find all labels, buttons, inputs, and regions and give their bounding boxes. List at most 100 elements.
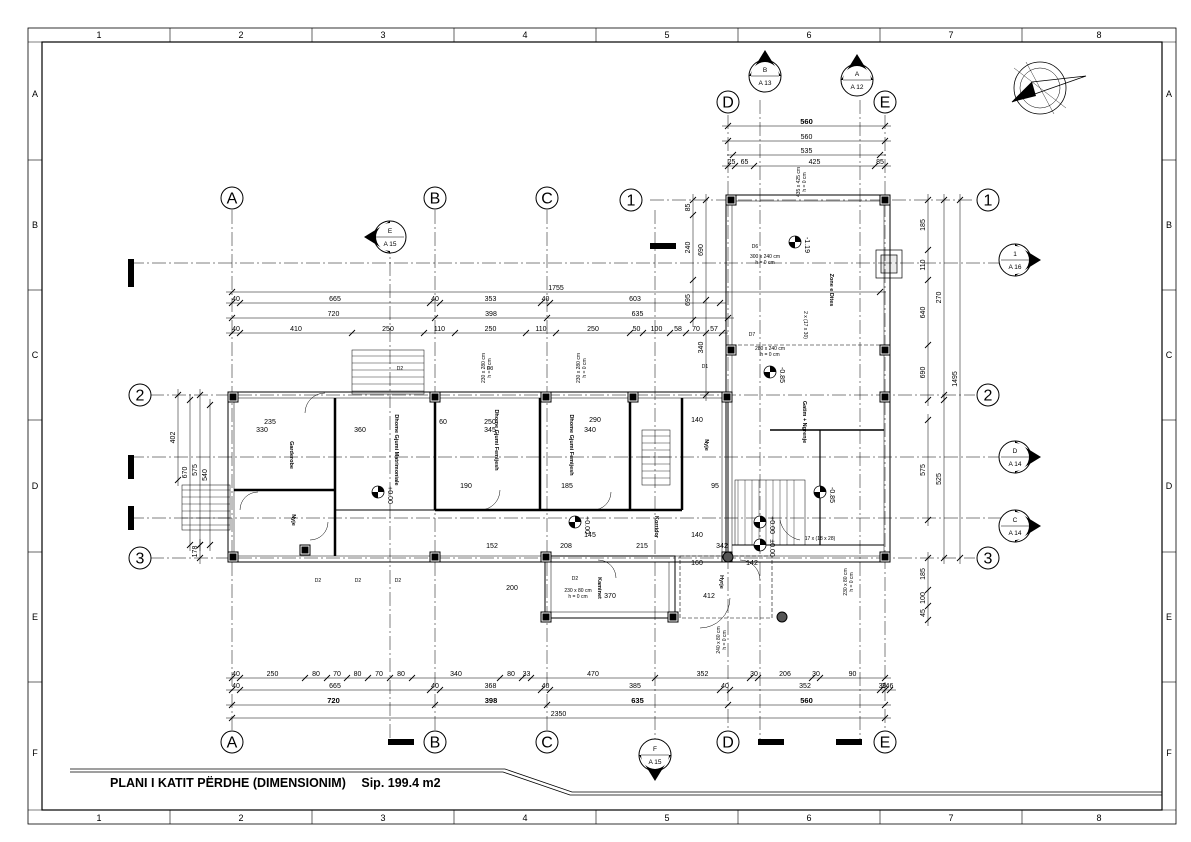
dimension-text: 398	[485, 696, 498, 705]
section-marker: DA 14	[998, 440, 1041, 474]
dimension-text: 110	[535, 326, 546, 333]
dimension-tick	[228, 674, 236, 682]
grid-bubble	[423, 730, 447, 754]
dimension-text: 80	[397, 671, 405, 678]
frame-row-ref-right: D	[1166, 481, 1173, 491]
section-marker-sheet: A 14	[1008, 530, 1021, 537]
dimension-text: 240	[685, 242, 692, 254]
opening-note: 280 x 240 cmh = 0 cm	[755, 346, 785, 358]
level-marker-text: +0.00	[386, 486, 393, 504]
opening-note-line: h = 0 cm	[760, 352, 779, 358]
level-marker: -0.85	[813, 485, 835, 503]
frame-col-ref-top: 4	[522, 30, 527, 40]
dimension-text: 25	[728, 159, 736, 166]
column-core	[542, 553, 550, 561]
grid-bubble	[873, 730, 897, 754]
dimension-tick	[426, 299, 434, 307]
dimension-text: 560	[800, 117, 813, 126]
dimension-tick	[940, 554, 948, 562]
dimension-tick	[724, 701, 732, 709]
frame-row-ref-right: F	[1166, 748, 1172, 758]
grid-bubble-label: C	[541, 735, 553, 752]
column-core	[542, 613, 550, 621]
dimension-text: 30	[879, 683, 887, 690]
opening-note-line: h = 0 cm	[849, 572, 855, 591]
dimension-tick	[724, 162, 732, 170]
dimension-text: 50	[633, 326, 641, 333]
dimension-text: 70	[692, 326, 700, 333]
frame-row-ref-left: C	[32, 350, 39, 360]
walls	[227, 194, 891, 619]
dimension-tick	[206, 541, 214, 549]
dimension-tick	[924, 396, 932, 404]
dimension-text: 110	[920, 259, 927, 270]
dimension-tick	[702, 391, 710, 399]
grid-bubble-label: 2	[984, 388, 993, 405]
section-marker-letter: A	[855, 71, 860, 78]
door-swings	[239, 392, 801, 629]
interior-dimension-text: 200	[506, 585, 518, 592]
level-marker-fill	[575, 516, 581, 522]
drawing-title-name: PLANI I KATIT PËRDHE (DIMENSIONIM)	[110, 776, 346, 790]
grid-bubble-label: A	[227, 735, 238, 752]
frame-row-ref-left: D	[32, 481, 39, 491]
drawing-title: PLANI I KATIT PËRDHE (DIMENSIONIM) Sip. …	[110, 776, 453, 790]
dimension-text: 385	[629, 683, 641, 690]
dimension-text: 695	[685, 294, 692, 306]
dimension-tick	[426, 686, 434, 694]
grid-bubble	[976, 188, 1000, 212]
dimension-tick	[886, 686, 894, 694]
dimension-tick	[956, 554, 964, 562]
dimension-text: 410	[290, 326, 302, 333]
dimension-text: 690	[698, 244, 705, 256]
grid-bubble	[220, 186, 244, 210]
dimension-text: 575	[192, 464, 199, 476]
dimension-tick	[876, 686, 884, 694]
interior-dimension-text: 235	[264, 419, 276, 426]
level-marker-fill	[378, 486, 384, 492]
dimension-tick	[436, 299, 444, 307]
room-label: Dhome Gjumi Femijesh	[568, 414, 574, 476]
dimension-tick	[881, 686, 889, 694]
room-label: Garderobe	[288, 441, 294, 469]
dimension-tick	[343, 674, 351, 682]
dimension-tick	[228, 714, 236, 722]
dimension-text: 110	[434, 326, 445, 333]
opening-note-line: h = 0 cm	[802, 172, 808, 191]
opening-note-line: 230 x 280 cm	[576, 353, 582, 383]
column-core	[431, 393, 439, 401]
dimension-text: 402	[170, 432, 177, 444]
grid-bubble	[976, 546, 1000, 570]
drawing-title-area: Sip. 199.4 m2	[361, 776, 441, 790]
section-marker: BA 13	[748, 50, 782, 93]
dimension-tick	[746, 674, 754, 682]
dimension-text: 603	[629, 296, 641, 303]
frame-col-ref-top: 7	[948, 30, 953, 40]
dimension-tick	[543, 701, 551, 709]
dimension-tick	[881, 137, 889, 145]
dimension-text: 635	[631, 696, 644, 705]
frame-col-ref-bottom: 6	[806, 813, 811, 823]
frame-col-ref-bottom: 1	[96, 813, 101, 823]
dimension-tick	[651, 674, 659, 682]
dimension-tick	[228, 299, 236, 307]
interior-dimension-text: 95	[711, 483, 719, 490]
grid-bubble-label: D	[722, 95, 734, 112]
dimension-text: 85	[685, 204, 692, 212]
level-marker-fill	[760, 516, 766, 522]
room-label: Korridor	[653, 516, 659, 539]
section-marker-sheet: A 13	[758, 80, 771, 87]
grid-bubble-label: C	[541, 191, 553, 208]
level-marker-fill	[814, 492, 820, 498]
column-core	[881, 393, 889, 401]
section-marker-letter: E	[388, 228, 393, 235]
dimension-text: 250	[267, 671, 279, 678]
column-marker	[722, 551, 788, 623]
dimension-text: 1755	[548, 285, 564, 292]
dimension-text: 720	[328, 311, 340, 318]
dimension-tick	[924, 196, 932, 204]
dimension-text: 80	[354, 671, 362, 678]
dimension-text: 540	[202, 469, 209, 481]
interior-dimension-text: 215	[636, 543, 648, 550]
